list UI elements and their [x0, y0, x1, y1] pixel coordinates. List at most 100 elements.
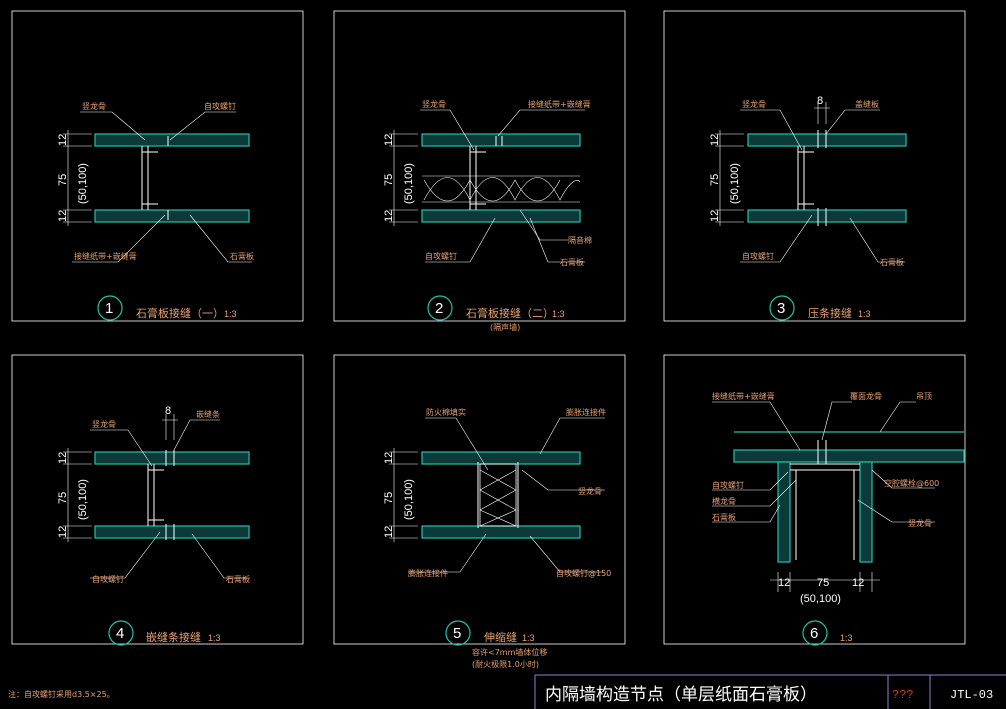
- detail-3-cover-strip: [817, 130, 827, 226]
- detail-6-label-bolt: 空腔螺栓@600: [884, 478, 939, 488]
- detail-4-number-circle: [108, 620, 134, 646]
- detail-6-track: [790, 463, 860, 560]
- detail-2-subtitle: (隔声墙): [490, 322, 520, 332]
- detail-5-label-connector-bottom: 膨胀连接件: [408, 568, 448, 578]
- detail-4-number: 4: [116, 625, 124, 642]
- detail-2-label-insulation: 隔音棉: [568, 235, 592, 245]
- detail-2-label-tape: 接缝纸带+嵌缝膏: [528, 99, 591, 109]
- detail-4-label-stud: 竖龙骨: [92, 419, 116, 429]
- detail-4-top-board: [94, 451, 250, 465]
- detail-4-dim-bot: 12: [57, 526, 69, 538]
- detail-2-title: 石膏板接缝（二）: [466, 306, 554, 320]
- detail-5-subtitle2: (耐火极限1.0小时): [472, 659, 539, 669]
- detail-6-dim-left: 12: [778, 577, 790, 589]
- detail-3-bottom-board: [747, 209, 907, 223]
- detail-6-label-furring: 覆面龙骨: [850, 391, 882, 401]
- detail-6-number: 6: [810, 625, 818, 642]
- detail-5-scale: 1:3: [522, 633, 535, 643]
- detail-5-number-circle: [445, 620, 471, 646]
- detail-6-label-screw: 自攻螺钉: [712, 480, 744, 490]
- detail-6-label-board: 石膏板: [712, 512, 736, 522]
- detail-6-dim-right: 12: [852, 577, 864, 589]
- detail-6-ceiling-board: [733, 449, 965, 463]
- title-block-title: 内隔墙构造节点（单层纸面石膏板）: [545, 684, 817, 705]
- detail-3-scale: 1:3: [858, 309, 871, 319]
- detail-3-number: 3: [777, 300, 785, 317]
- detail-4-stud: [147, 464, 164, 526]
- detail-5-dim-bot: 12: [383, 526, 395, 538]
- detail-1-label-tape: 接缝纸带+嵌缝膏: [74, 251, 137, 261]
- detail-2-dim-mid2: (50,100): [403, 163, 415, 204]
- detail-5-dim-mid: 75: [383, 492, 395, 504]
- detail-3-label-stud: 竖龙骨: [742, 99, 766, 109]
- detail-6-left-board: [777, 461, 791, 563]
- detail-2-scale: 1:3: [552, 309, 565, 319]
- detail-3-label-board: 石膏板: [880, 257, 904, 267]
- detail-2-dim-bot: 12: [383, 210, 395, 222]
- detail-5-label-screw: 自攻螺钉@150: [556, 568, 611, 578]
- detail-5-label-firestop: 防火棉填实: [426, 407, 466, 417]
- detail-4-bottom-board: [94, 525, 250, 539]
- detail-3-label-screw: 自攻螺钉: [742, 251, 774, 261]
- detail-1-dim-top: 12: [57, 134, 69, 146]
- title-block-sheet: JTL-03: [950, 688, 993, 702]
- title-block: 内隔墙构造节点（单层纸面石膏板） ??? JTL-03: [534, 674, 1006, 709]
- detail-4-joint-strip: [165, 450, 175, 540]
- detail-6-dim-mid: 75: [817, 577, 829, 589]
- detail-5-firestop: [479, 463, 517, 527]
- detail-2-label-screw: 自攻螺钉: [425, 251, 457, 261]
- detail-2-label-stud: 竖龙骨: [422, 99, 446, 109]
- detail-6-label-tape: 接缝纸带+嵌缝膏: [712, 391, 775, 401]
- detail-3-title: 压条接缝: [808, 306, 852, 320]
- detail-6-frame: [663, 354, 966, 645]
- detail-4-dim-mid: 75: [57, 492, 69, 504]
- title-block-code: ???: [892, 688, 914, 702]
- detail-4: 8 竖龙骨 嵌缝条 自攻螺钉 石膏板 12 75 (50,100) 12 4 嵌…: [11, 354, 304, 646]
- detail-3-dim-gap: 8: [817, 95, 823, 107]
- detail-3-dim-bot: 12: [709, 210, 721, 222]
- detail-4-label-board: 石膏板: [226, 574, 250, 584]
- detail-6-number-circle: [802, 620, 828, 646]
- detail-5: 防火棉填实 膨胀连接件 竖龙骨 膨胀连接件 自攻螺钉@150 12 75 (50…: [333, 354, 626, 669]
- detail-3-number-circle: [769, 295, 795, 321]
- detail-1-number-circle: [97, 295, 123, 321]
- detail-2-frame: [333, 10, 626, 322]
- detail-2-top-board: [421, 133, 581, 147]
- detail-1-label-screw: 自攻螺钉: [204, 101, 236, 111]
- detail-6-dim-mid2: (50,100): [800, 593, 841, 605]
- detail-2-dim-top: 12: [383, 134, 395, 146]
- detail-5-label-stud: 竖龙骨: [578, 486, 602, 496]
- detail-1-scale: 1:3: [224, 309, 237, 319]
- detail-5-number: 5: [453, 625, 461, 642]
- detail-3: 8 竖龙骨 盖缝板 自攻螺钉 石膏板 12 75 (50,100) 12 3 压…: [663, 10, 966, 322]
- detail-3-top-board: [747, 133, 907, 147]
- detail-6: 接缝纸带+嵌缝膏 覆面龙骨 吊顶 自攻螺钉 横龙骨 石膏板 空腔螺栓@600 竖…: [663, 354, 966, 646]
- detail-6-furring: [817, 440, 827, 464]
- detail-1-title: 石膏板接缝（一）: [136, 306, 224, 320]
- detail-1-label-board: 石膏板: [230, 251, 254, 261]
- detail-1: 竖龙骨 自攻螺钉 接缝纸带+嵌缝膏 石膏板 12 75 (50,100) 12 …: [11, 10, 304, 322]
- detail-6-label-stud: 竖龙骨: [908, 518, 932, 528]
- detail-6-label-track: 横龙骨: [712, 496, 736, 506]
- detail-1-bottom-board: [95, 210, 249, 222]
- detail-4-label-strip: 嵌缝条: [196, 409, 220, 419]
- detail-2-bottom-board: [421, 209, 581, 223]
- detail-3-frame: [663, 10, 966, 322]
- detail-5-subtitle: 容许<7mm墙体位移: [472, 647, 547, 657]
- detail-3-stud: [797, 146, 814, 210]
- detail-4-dim-top: 12: [57, 452, 69, 464]
- detail-5-dim-top: 12: [383, 452, 395, 464]
- detail-1-top-board: [95, 134, 249, 146]
- detail-3-dim-mid: 75: [709, 174, 721, 186]
- detail-4-scale: 1:3: [208, 633, 221, 643]
- detail-1-number: 1: [105, 300, 113, 317]
- detail-1-stud: [141, 146, 158, 210]
- sheet-note: 注：自攻螺钉采用d3.5×25。: [8, 689, 115, 699]
- detail-6-right-board: [859, 461, 873, 563]
- detail-4-dim-mid2: (50,100): [77, 479, 89, 520]
- detail-2-number-circle: [427, 295, 453, 321]
- detail-5-title: 伸缩缝: [484, 630, 517, 644]
- detail-1-label-stud: 竖龙骨: [82, 101, 106, 111]
- detail-1-leader-a: [80, 111, 146, 141]
